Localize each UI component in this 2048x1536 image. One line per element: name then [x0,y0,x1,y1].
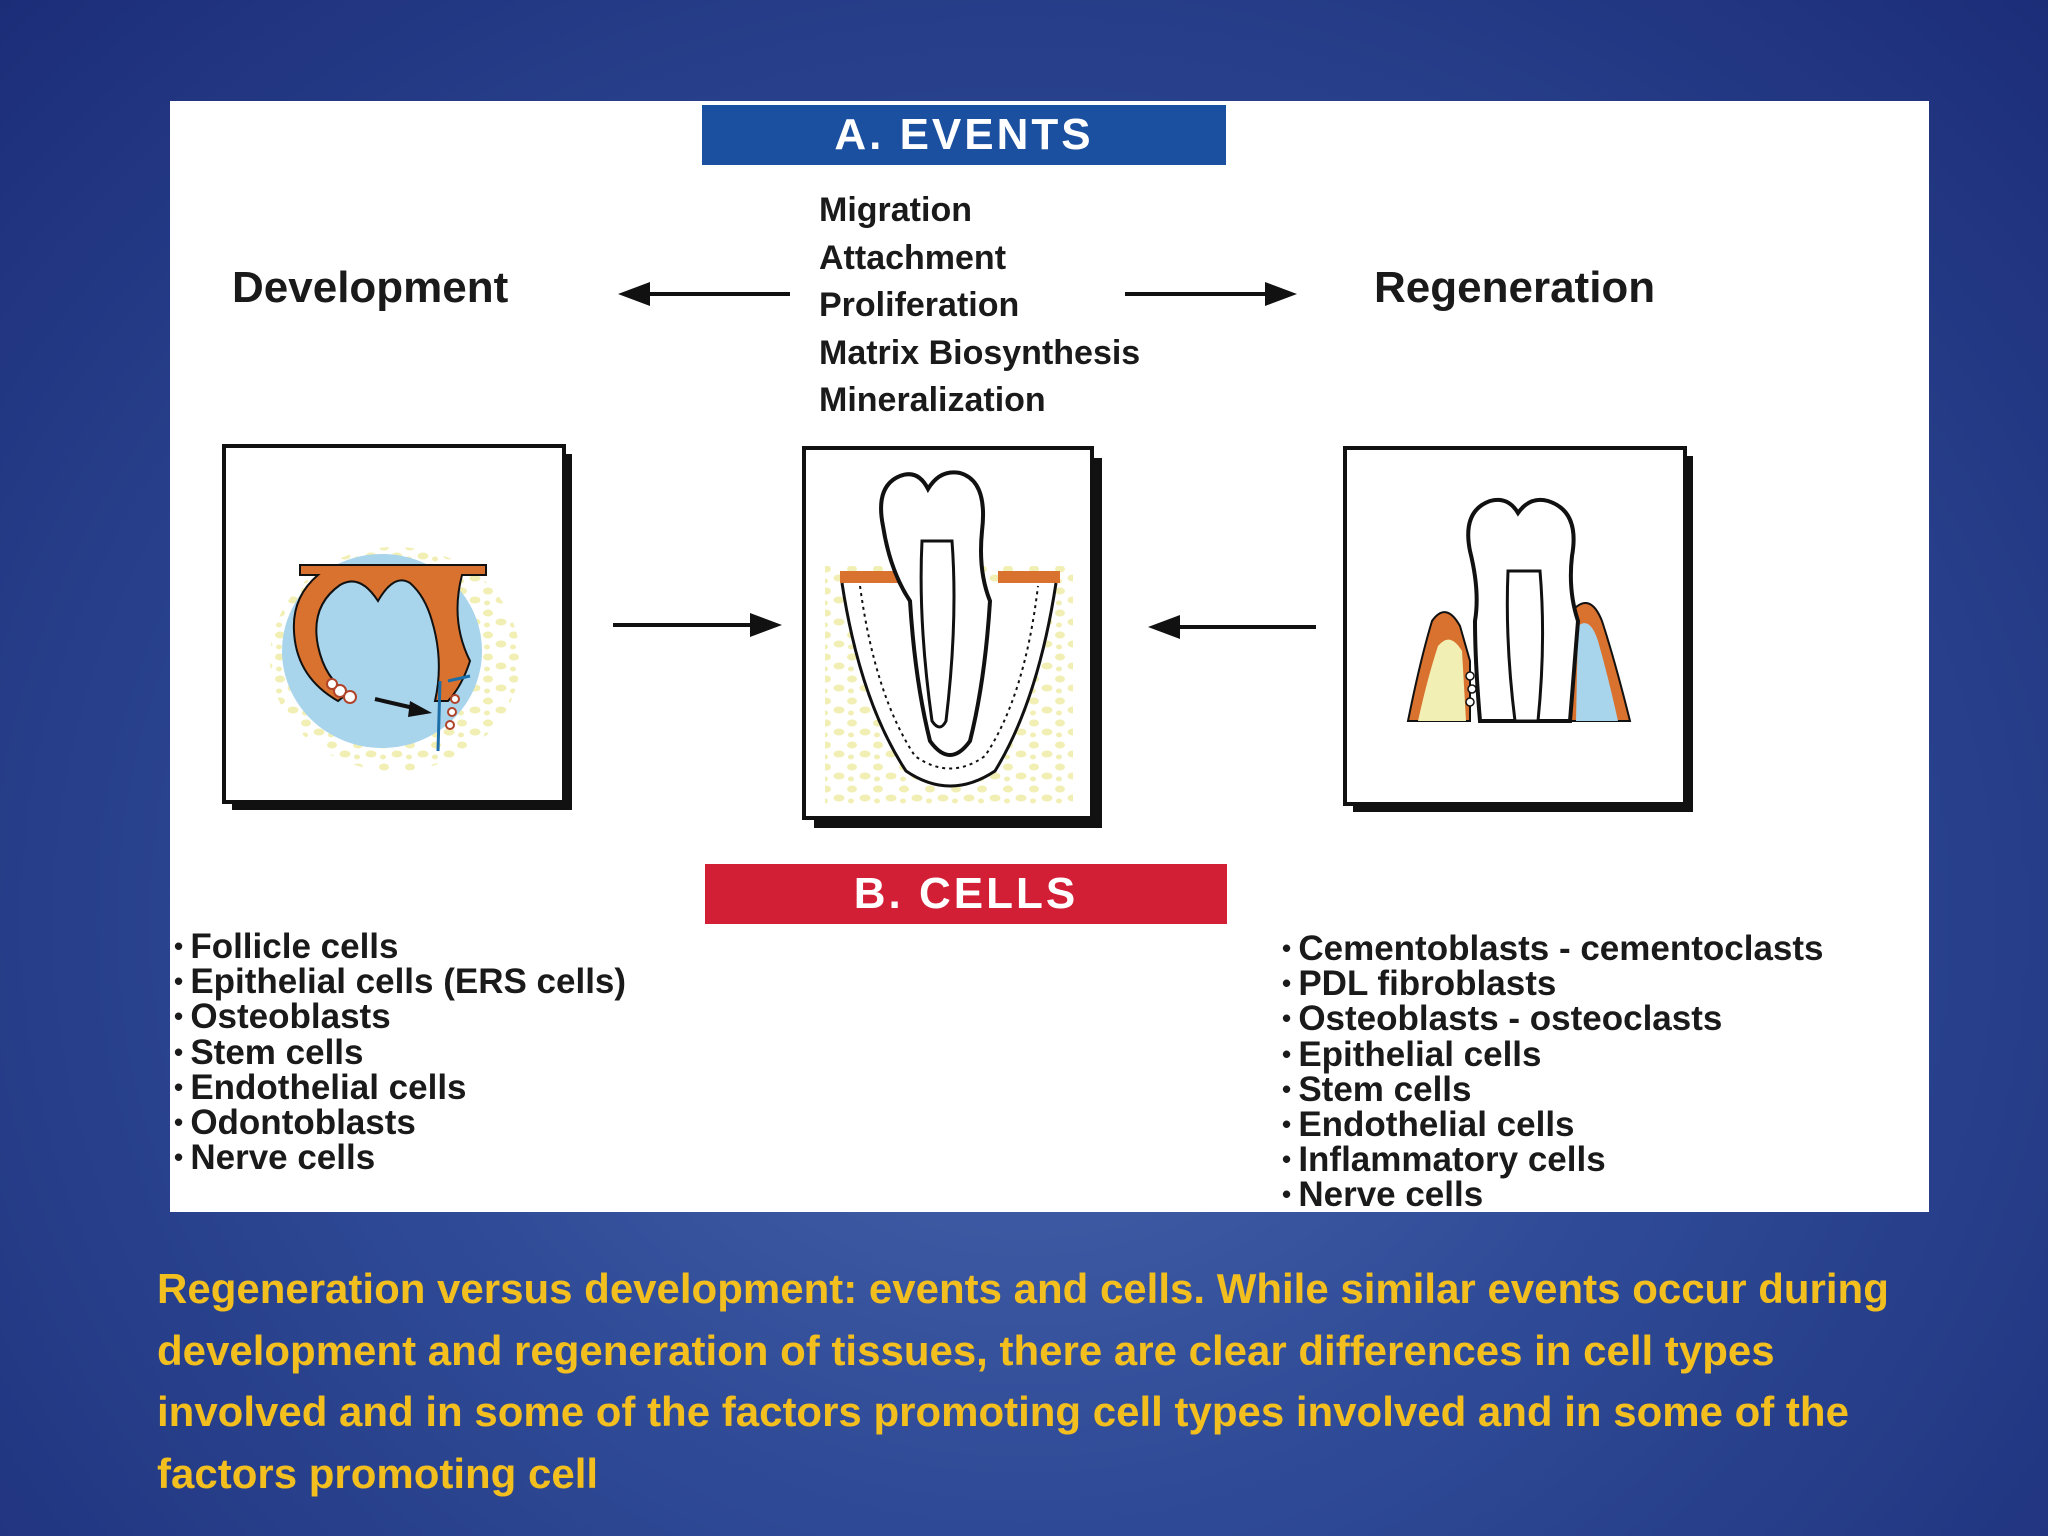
list-item: Odontoblasts [174,1105,626,1140]
arrow-development-to-tooth [613,613,782,637]
list-item: Stem cells [174,1034,626,1070]
center-tooth-image [802,446,1102,828]
event-item: Migration [819,191,972,229]
arrow-to-development [618,282,790,306]
regeneration-image [1343,446,1693,812]
event-item: Matrix Biosynthesis [819,333,1141,372]
list-item: Cementoblasts - cementoclasts [1282,931,1823,966]
list-item: Nerve cells [1282,1177,1824,1212]
list-item: Epithelial cells [1282,1036,1824,1072]
event-item: Proliferation [819,286,1020,324]
cells-banner: B. CELLS [705,864,1227,924]
list-item: Endothelial cells [1282,1107,1824,1142]
events-list: Migration Attachment Proliferation Matri… [819,187,1140,425]
regeneration-cells-list: Cementoblasts - cementoclasts PDL fibrob… [1282,931,1824,1213]
list-item: Nerve cells [174,1140,626,1175]
events-banner: A. EVENTS [702,105,1226,165]
slide-caption: Regeneration versus development: events … [157,1265,1889,1497]
event-item: Attachment [819,238,1007,277]
list-item: Stem cells [1282,1072,1824,1107]
event-item: Mineralization [819,381,1046,419]
figure-panel: A. EVENTS Development Regeneration Migra… [170,101,1929,1213]
list-item: Osteoblasts - osteoclasts [1282,1001,1824,1036]
development-title: Development [232,263,509,312]
list-item: Osteoblasts [174,999,626,1034]
diagram-graphics [222,282,1693,828]
list-item: Inflammatory cells [1282,1142,1824,1177]
list-item: Epithelial cells (ERS cells) [174,964,626,999]
regeneration-title: Regeneration [1374,263,1656,312]
development-image [222,444,572,810]
list-item: Follicle cells [174,929,626,964]
list-item: Endothelial cells [174,1070,626,1105]
arrow-to-regeneration [1125,282,1297,306]
development-cells-list: Follicle cells Epithelial cells (ERS cel… [174,929,626,1176]
list-item: PDL fibroblasts [1282,966,1824,1001]
arrow-regeneration-to-tooth [1148,615,1316,639]
